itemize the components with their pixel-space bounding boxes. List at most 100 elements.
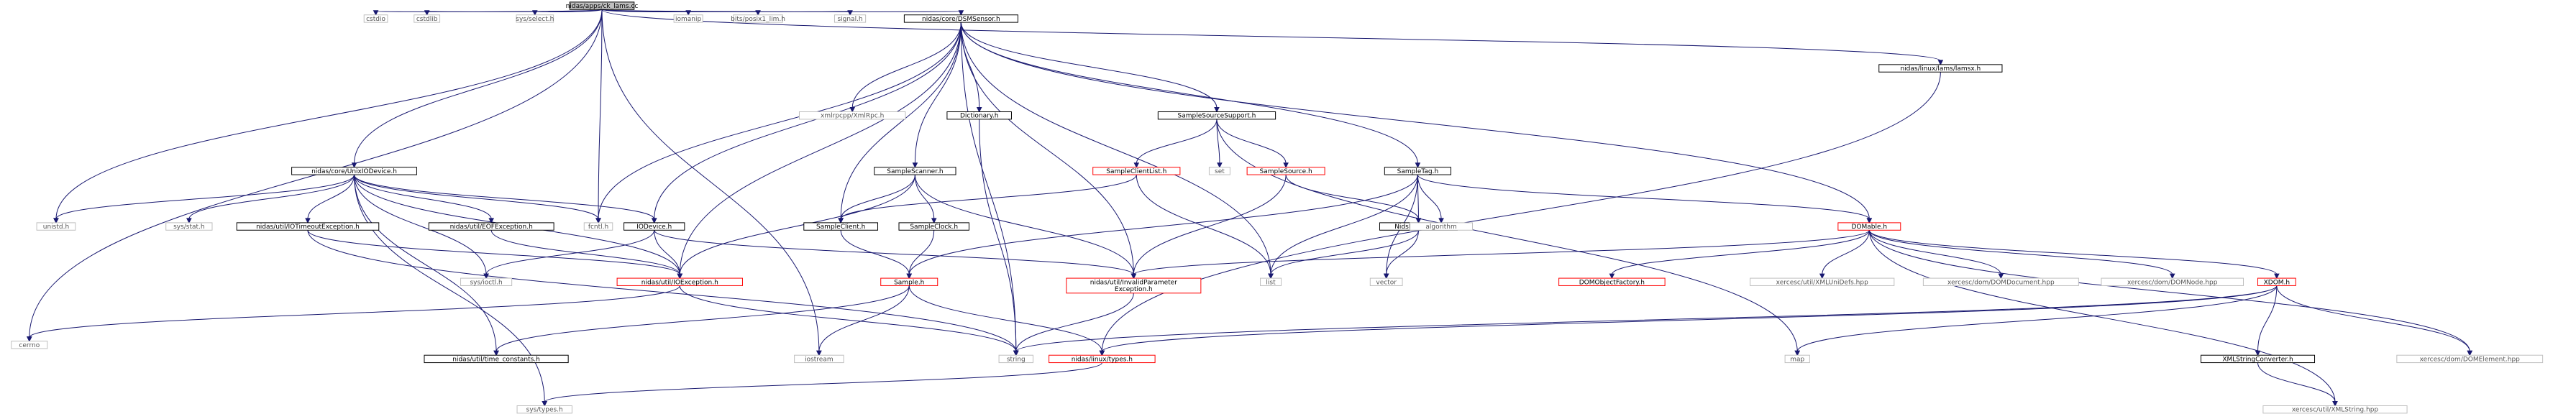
edge-samplesource-to-invalidparam — [1131, 175, 1287, 280]
node-dictionary-h[interactable]: Dictionary.h — [946, 111, 1012, 120]
edge-samplesourcesupport-to-samplesource — [1216, 119, 1289, 168]
node-nidas-apps-ck-lams-cc: nidas/apps/ck_lams.cc — [566, 1, 638, 10]
edge-dsmsensor-to-samplesourcesupport — [960, 22, 1220, 113]
edge-root-to-cerrno — [27, 9, 603, 342]
edge-xdom-to-linuxtypes — [1099, 285, 2278, 356]
edge-ioexception-to-string — [679, 285, 1019, 356]
node-label: SampleTag.h — [1397, 168, 1439, 175]
edge-ioexception-to-cerrno — [27, 285, 680, 342]
node-nidas-util-iotimeoutexception-h[interactable]: nidas/util/IOTimeoutException.h — [236, 222, 380, 231]
edge-root-to-dsmsensor — [601, 9, 964, 16]
node-label: SampleScanner.h — [887, 168, 943, 175]
node-domobjectfactory-h[interactable]: DOMObjectFactory.h — [1558, 277, 1666, 286]
node-box — [583, 222, 613, 231]
node-box — [1878, 64, 2003, 73]
node-sys-select-h: sys/select.h — [516, 14, 554, 23]
node-iodevice-h[interactable]: IODevice.h — [624, 222, 685, 231]
node-label: XMLStringConverter.h — [2222, 356, 2293, 363]
node-domable-h[interactable]: DOMable.h — [1837, 222, 1901, 231]
node-samplesource-h[interactable]: SampleSource.h — [1246, 167, 1325, 175]
node-box — [1246, 167, 1325, 175]
edge-domable-to-domdocument — [1868, 230, 2004, 280]
node-label: sys/stat.h — [173, 224, 205, 231]
edge-samplesourcesupport-to-map — [1216, 119, 1801, 356]
node-samplesourcesupport-h[interactable]: SampleSourceSupport.h — [1157, 111, 1276, 120]
node-label: DOMable.h — [1852, 224, 1888, 231]
node-box — [428, 222, 554, 231]
node-label: bits/posix1_lim.h — [731, 16, 785, 23]
node-nidas-util-eofexception-h[interactable]: nidas/util/EOFException.h — [428, 222, 554, 231]
node-box — [424, 354, 569, 364]
node-label: set — [1215, 168, 1225, 175]
edges-layer — [27, 9, 2473, 407]
node-sample-h[interactable]: Sample.h — [880, 277, 938, 286]
node-box — [291, 167, 417, 175]
node-label: vector — [1376, 279, 1397, 286]
edge-dsmsensor-to-xmlrpc — [849, 22, 962, 113]
node-box — [1784, 354, 1810, 364]
node-nidas-core-dsmsensor-h[interactable]: nidas/core/DSMSensor.h — [903, 14, 1018, 23]
node-label: nidas/linux/lams/lamsx.h — [1900, 65, 1981, 73]
node-box — [2201, 354, 2316, 364]
edge-dsmsensor-to-fcntl — [595, 22, 962, 224]
node-box — [516, 14, 554, 23]
node-iomanip: iomanip — [673, 14, 703, 23]
node-label: DOMObjectFactory.h — [1579, 279, 1645, 286]
node-label: nidas/core/DSMSensor.h — [922, 16, 1000, 23]
node-box — [794, 354, 844, 364]
node-xmlstringconverter-h[interactable]: XMLStringConverter.h — [2201, 354, 2316, 364]
node-label: nidas/util/IOException.h — [641, 279, 718, 286]
edge-unixiodevice-to-eofexc — [354, 174, 495, 224]
node-sampletag-h[interactable]: SampleTag.h — [1384, 167, 1452, 175]
node-nidas-linux-lams-lamsx-h[interactable]: nidas/linux/lams/lamsx.h — [1878, 64, 2003, 73]
edge-samplescanner-to-ioexception — [677, 175, 915, 280]
edge-iodevice-to-invalidparam — [654, 230, 1137, 280]
node-box — [1410, 222, 1474, 231]
node-samplescanner-h[interactable]: SampleScanner.h — [874, 167, 956, 175]
edge-domable-to-domobjectfactory — [1609, 230, 1870, 280]
node-label: sys/types.h — [526, 407, 563, 414]
node-label: nidas/util/time_constants.h — [452, 356, 540, 363]
node-box — [36, 222, 76, 231]
node-label: cstdlib — [416, 16, 438, 23]
node-vector: vector — [1369, 277, 1403, 286]
edge-root-to-cstdio — [373, 9, 603, 16]
node-box — [798, 111, 906, 120]
edge-samplesourcesupport-to-sampleclientlist — [1133, 119, 1218, 168]
node-sampleclock-h[interactable]: SampleClock.h — [898, 222, 969, 231]
node-label: sys/ioctl.h — [470, 279, 502, 286]
node-nidas-core-unixiodevice-h[interactable]: nidas/core/UnixIODevice.h — [291, 167, 417, 175]
node-label: nidas/util/InvalidParameter — [1090, 280, 1177, 287]
node-label: IODevice.h — [636, 224, 672, 231]
edge-domable-to-domnode — [1868, 230, 2175, 280]
node-sampleclient-h[interactable]: SampleClient.h — [803, 222, 879, 231]
node-label: SampleClient.h — [816, 224, 865, 231]
edge-sampleclientlist-to-sampleclient — [838, 174, 1137, 224]
node-box — [236, 222, 380, 231]
edge-sampletag-to-sample — [906, 175, 1418, 280]
node-sampleclientlist-h[interactable]: SampleClientList.h — [1092, 167, 1181, 175]
node-label: nidas/util/EOFException.h — [450, 224, 533, 231]
node-nidas-util-ioexception-h[interactable]: nidas/util/IOException.h — [616, 277, 743, 286]
node-box — [903, 14, 1018, 23]
node-box — [165, 222, 213, 231]
edge-xdom-to-map — [1794, 285, 2278, 356]
node-sys-stat-h: sys/stat.h — [165, 222, 213, 231]
node-label: algorithm — [1425, 224, 1456, 231]
node-nidas-linux-types-h[interactable]: nidas/linux/types.h — [1049, 354, 1156, 363]
edge-dsmsensor-to-sampletag — [960, 22, 1421, 168]
node-cstdlib: cstdlib — [414, 14, 441, 23]
node-nidas-util-time-constants-h[interactable]: nidas/util/time_constants.h — [424, 354, 569, 364]
node-box — [2101, 277, 2244, 286]
edge-xmlstringconverter-to-xmlstring — [2257, 362, 2338, 407]
node-box — [998, 354, 1033, 364]
edge-unixiodevice-to-iodevice — [354, 174, 657, 224]
node-xercesc-util-xmlunidefs-hpp: xercesc/util/XMLUniDefs.hpp — [1750, 277, 1895, 286]
edge-sample-to-iostream — [816, 285, 910, 356]
node-label: unistd.h — [43, 224, 69, 231]
node-box — [733, 14, 783, 23]
edge-domable-to-xmlunidefs — [1819, 230, 1870, 280]
node-xdom-h[interactable]: XDOM.h — [2257, 277, 2296, 286]
